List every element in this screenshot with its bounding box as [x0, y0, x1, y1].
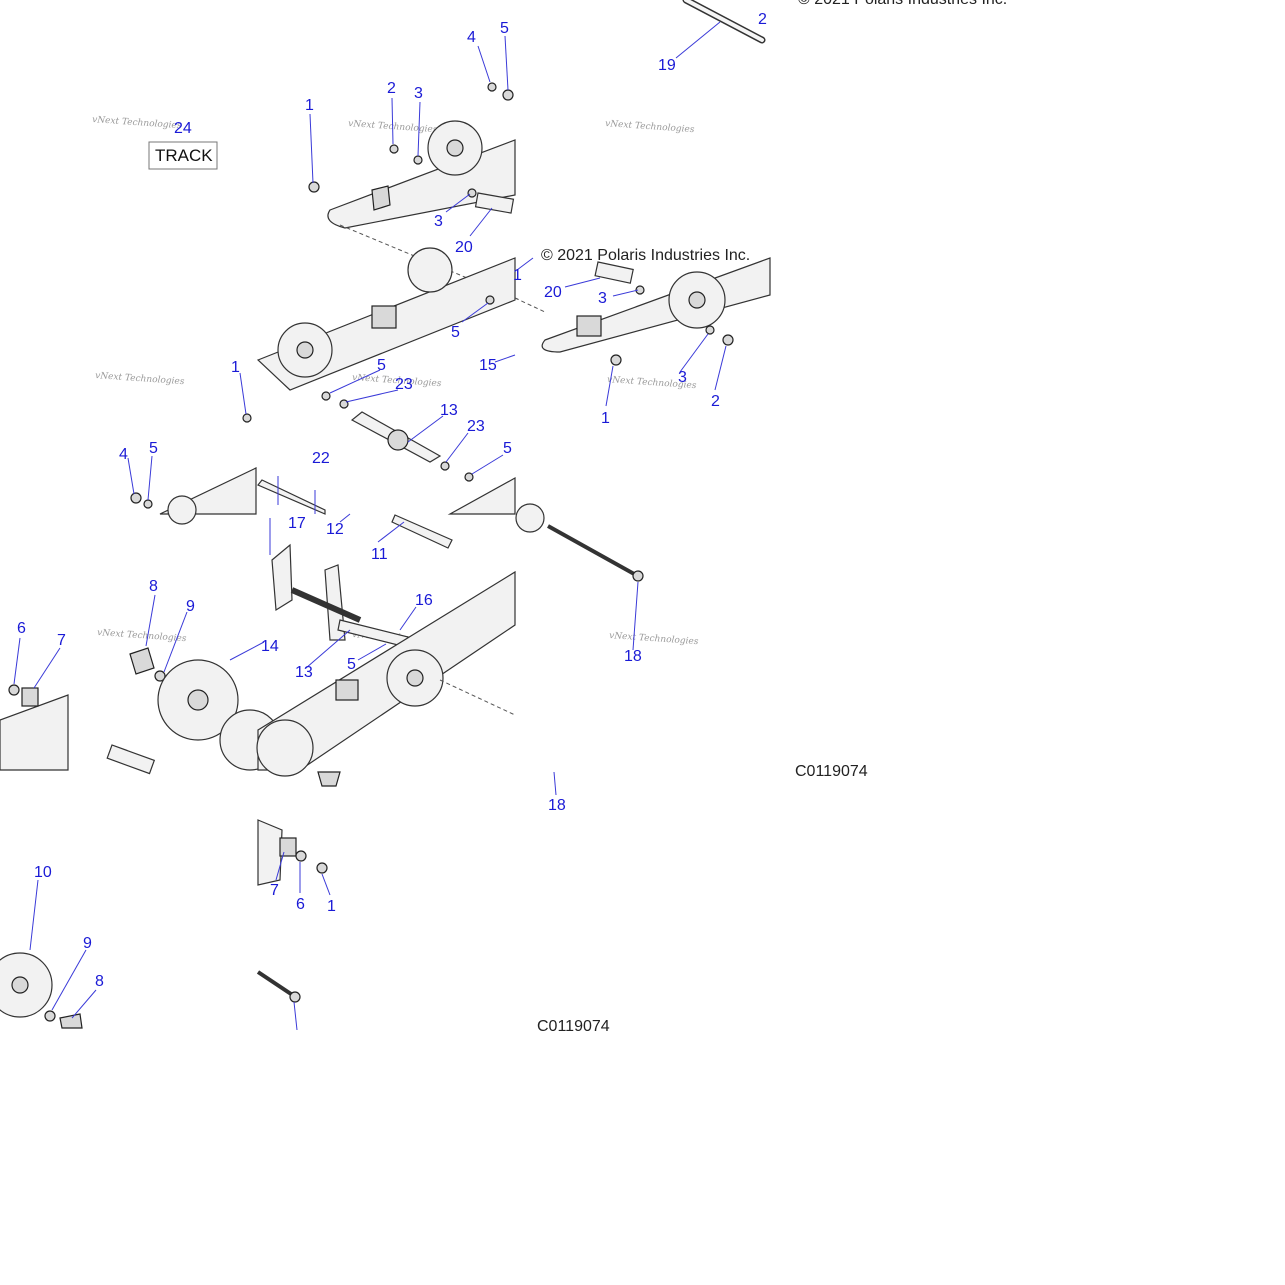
rail-mid-assembly: [256, 247, 546, 482]
callout-number: 8: [95, 973, 104, 990]
callout-number: 2: [387, 80, 396, 97]
callout-number: 16: [415, 592, 433, 609]
shaft-part: [682, 0, 766, 44]
callout-number: 22: [312, 450, 330, 467]
callout-number: 9: [186, 598, 195, 615]
callout-number: 23: [395, 376, 413, 393]
callout-number: 19: [658, 57, 676, 74]
leader-lines: [13, 21, 727, 1031]
track-label: TRACK: [148, 141, 218, 170]
callout-number: 5: [451, 324, 460, 341]
callout-number: 3: [598, 290, 607, 307]
rail-left-assembly: [130, 413, 257, 525]
lower-assembly: [0, 771, 341, 1029]
callout-number: 5: [149, 440, 158, 457]
callout-number: 20: [455, 239, 473, 256]
copyright-text: © 2021 Polaris Industries Inc.: [541, 247, 750, 264]
callout-number: 15: [479, 357, 497, 374]
callout-number: 9: [83, 935, 92, 952]
bottom-assembly: [0, 503, 644, 777]
callout-number: 12: [326, 521, 344, 538]
callout-number: 6: [17, 620, 26, 637]
callout-number: 2: [711, 393, 720, 410]
copyright-text: © 2021 Polaris Industries Inc.: [798, 0, 1007, 8]
callout-number: 14: [261, 638, 279, 655]
callout-number: 18: [624, 648, 642, 665]
callout-number: 13: [440, 402, 458, 419]
callout-number: 10: [34, 864, 52, 881]
callout-number: 20: [544, 284, 562, 301]
callout-number: 1: [327, 898, 336, 915]
callout-number: 3: [434, 213, 443, 230]
callout-number: 17: [288, 515, 306, 532]
callout-number: 2: [758, 11, 767, 28]
rail-rear-right-assembly: [541, 257, 771, 366]
callout-number: 1: [601, 410, 610, 427]
callout-number: 1: [513, 267, 522, 284]
figure-code: C0119074: [795, 763, 868, 780]
callout-number: 6: [296, 896, 305, 913]
callout-number: 5: [503, 440, 512, 457]
callout-number: 1: [231, 359, 240, 376]
callout-number: 7: [270, 882, 279, 899]
callout-number: 24: [174, 120, 192, 137]
callout-number: 3: [678, 369, 687, 386]
watermark: vNext Technologies: [97, 628, 187, 644]
callout-number: 4: [467, 29, 476, 46]
callout-number: 5: [347, 656, 356, 673]
figure-code: C0119074: [537, 1018, 610, 1035]
callout-number: 8: [149, 578, 158, 595]
watermark: vNext Technologies: [609, 631, 699, 647]
callout-number: 18: [548, 797, 566, 814]
callout-number: 11: [371, 546, 388, 563]
watermark: vNext Technologies: [605, 119, 695, 135]
svg-text:TRACK: TRACK: [155, 146, 213, 165]
callout-number: 5: [377, 357, 386, 374]
callout-number: 5: [500, 20, 509, 37]
callout-number: 4: [119, 446, 128, 463]
watermark: vNext Technologies: [95, 371, 185, 387]
callout-number: 13: [295, 664, 313, 681]
callout-number: 7: [57, 632, 66, 649]
callout-labels: 24 1 2 3 4 5 3 20 19 2 1 20 3 5 15 1 4 5…: [17, 11, 767, 990]
callout-number: 1: [305, 97, 314, 114]
callout-number: 23: [467, 418, 485, 435]
axle-assembly: [257, 476, 516, 515]
callout-number: 3: [414, 85, 423, 102]
rail-front-assembly: [308, 82, 521, 301]
watermark: vNext Technologies: [92, 115, 182, 131]
